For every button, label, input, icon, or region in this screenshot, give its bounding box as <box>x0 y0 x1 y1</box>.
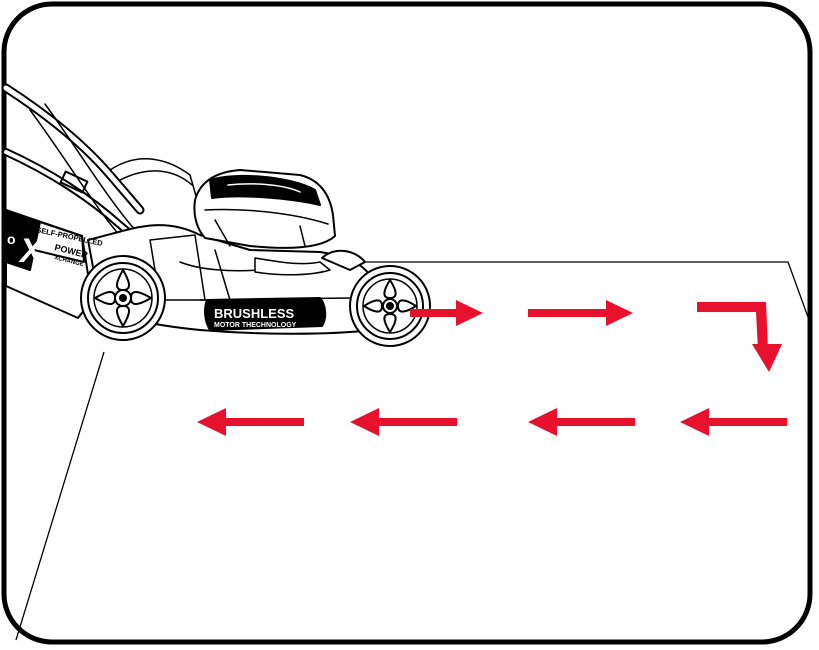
arrow-row-2-left-4 <box>197 408 304 436</box>
lawn-area-outline <box>15 261 813 641</box>
badge-x-letter: X <box>18 232 45 270</box>
badge-partial-letter: o <box>7 231 16 247</box>
arrow-row-1-right-1 <box>410 300 483 326</box>
lawn-mower-illustration <box>1 83 431 347</box>
arrow-row-2-left-3 <box>350 408 457 436</box>
rear-wheel <box>80 255 166 341</box>
mower-handle <box>1 83 201 254</box>
arrow-row-1-right-2 <box>528 300 633 326</box>
front-wheel <box>321 249 431 347</box>
arrow-turn-down <box>697 302 782 372</box>
motor-technology-text: MOTOR THECHNOLOGY <box>214 322 297 329</box>
motor-brushless-text: BRUSHLESS <box>214 306 295 321</box>
engine-housing <box>193 169 336 249</box>
arrow-row-2-left-2 <box>528 408 635 436</box>
motor-label-plate <box>204 297 327 331</box>
arrow-row-2-left-1 <box>680 408 787 436</box>
mowing-direction-arrows <box>197 300 787 436</box>
